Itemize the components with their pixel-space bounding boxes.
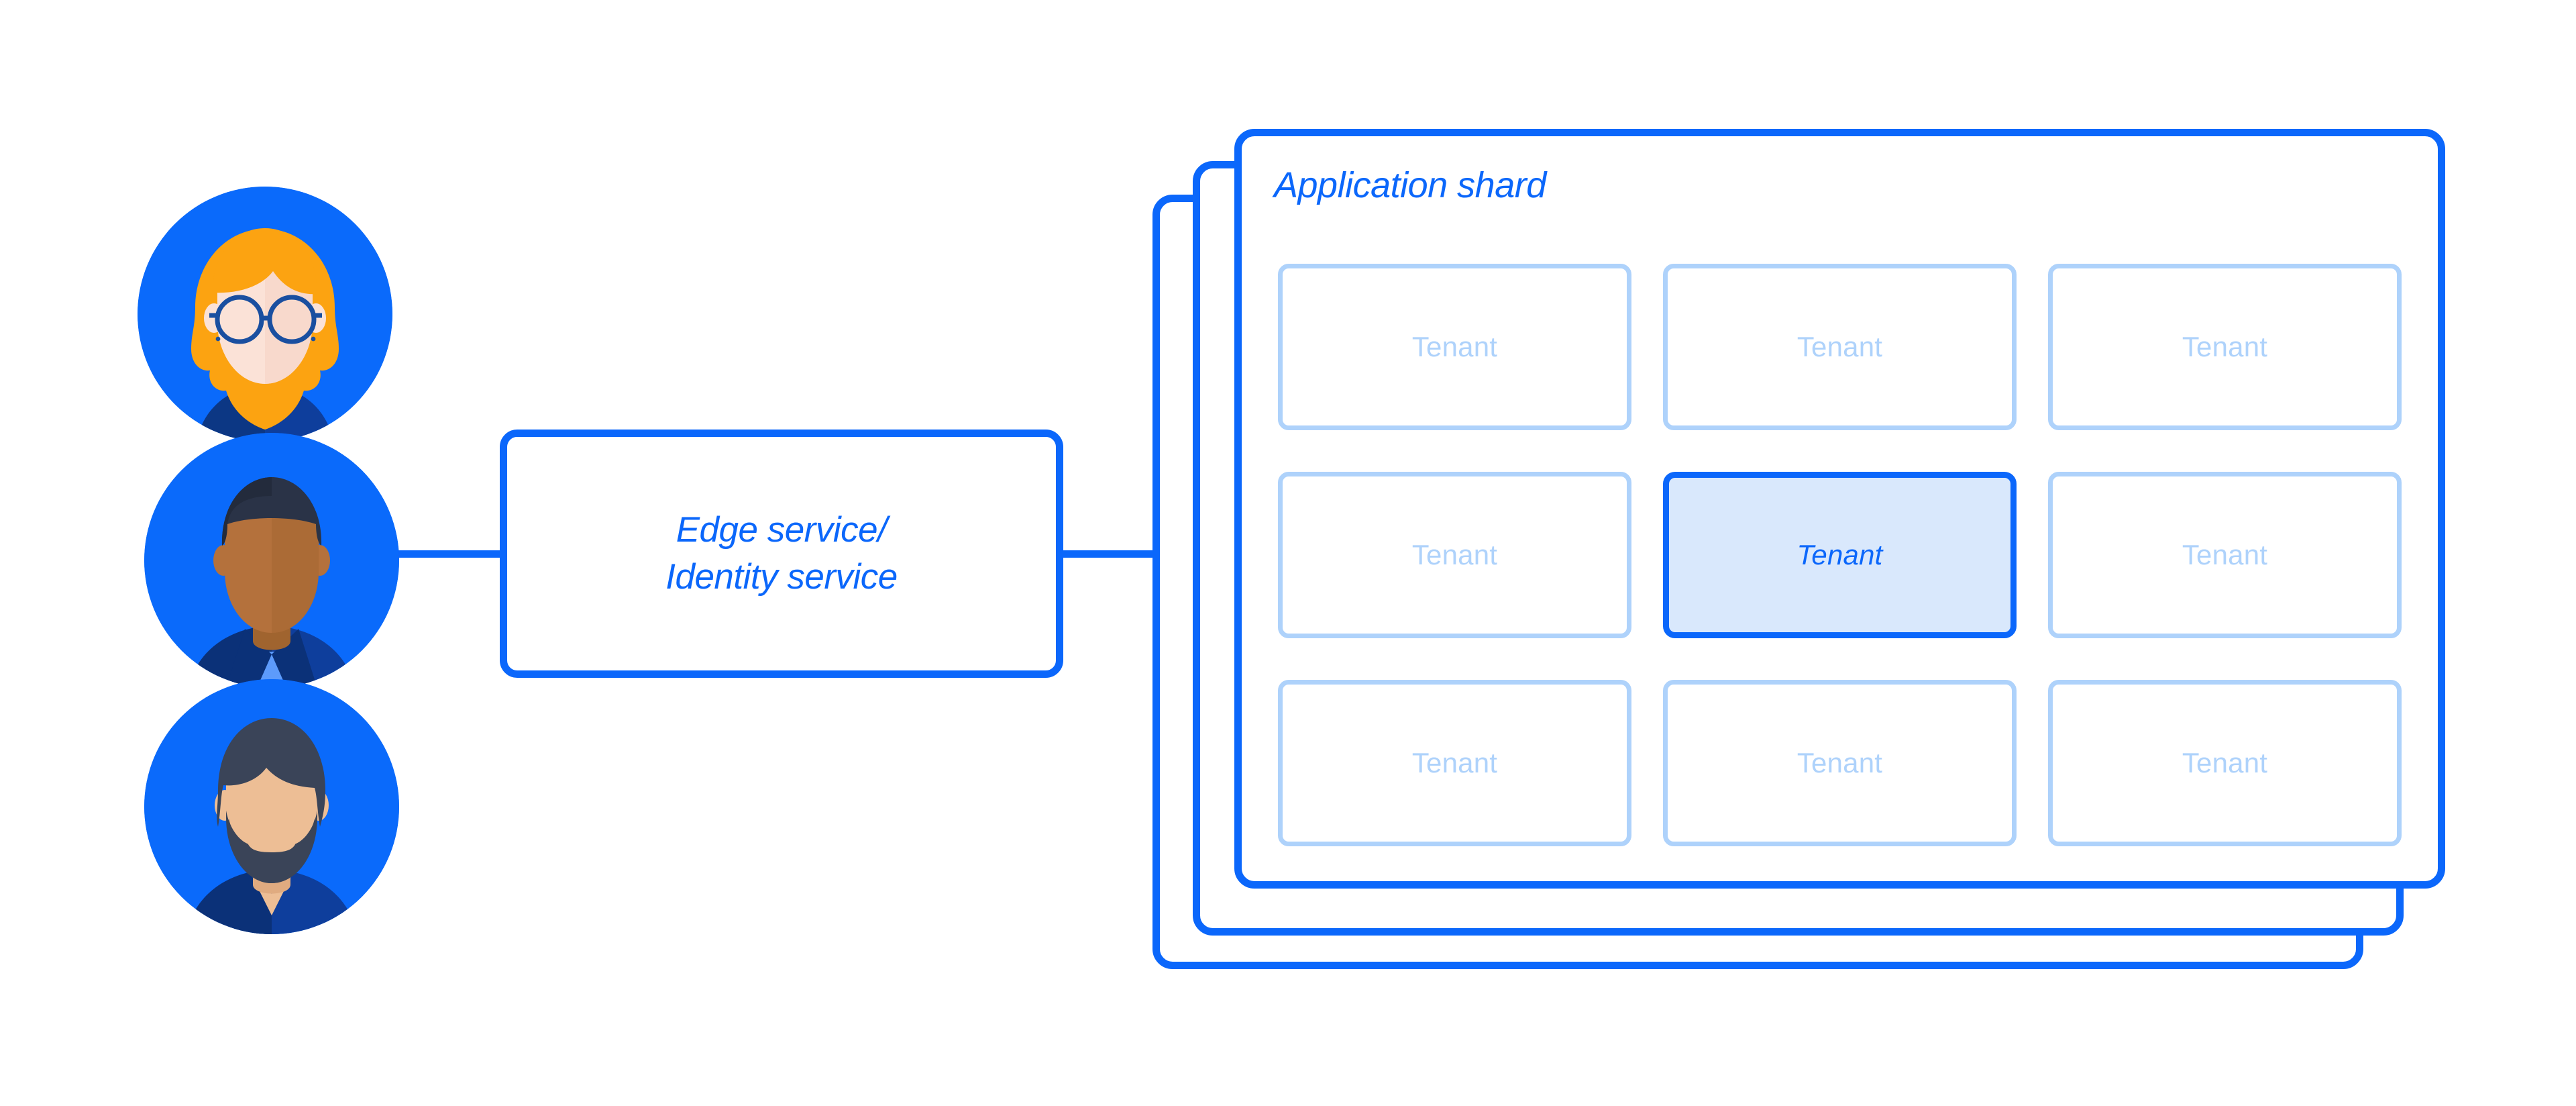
tenant-label: Tenant <box>1796 747 1883 778</box>
user-avatar-man-beard <box>144 679 399 934</box>
edge-service-label: Edge service/ Identity service <box>665 510 898 597</box>
tenant-cell[interactable]: Tenant <box>1663 680 2017 846</box>
connector-edge-service-to-shards <box>1061 550 1157 558</box>
tenant-label: Tenant <box>1411 747 1498 778</box>
avatar-man-beard-icon <box>144 679 399 934</box>
tenant-label: Tenant <box>1796 539 1883 570</box>
edge-service-box[interactable]: Edge service/ Identity service <box>500 430 1063 678</box>
connector-users-to-edge-service <box>398 550 502 558</box>
tenant-label: Tenant <box>2182 331 2268 362</box>
application-shard-title: Application shard <box>1274 165 1546 205</box>
tenant-cell-active[interactable]: Tenant <box>1663 472 2017 638</box>
tenant-label: Tenant <box>1411 539 1498 570</box>
tenant-label: Tenant <box>1796 331 1883 362</box>
tenant-cell[interactable]: Tenant <box>1663 264 2017 430</box>
tenant-label: Tenant <box>2182 539 2268 570</box>
tenant-label: Tenant <box>1411 331 1498 362</box>
avatar-man-short-hair-icon <box>144 433 399 688</box>
user-avatar-woman-glasses <box>138 187 392 442</box>
tenant-cell[interactable]: Tenant <box>1278 680 1631 846</box>
tenant-cell[interactable]: Tenant <box>1278 264 1631 430</box>
tenant-grid: Tenant Tenant Tenant Tenant Tenant Tenan… <box>1278 264 2402 846</box>
tenant-cell[interactable]: Tenant <box>2048 264 2402 430</box>
avatar-woman-glasses-icon <box>138 187 392 442</box>
application-shard-card-front: Application shard Tenant Tenant Tenant T… <box>1234 129 2445 889</box>
tenant-cell[interactable]: Tenant <box>1278 472 1631 638</box>
tenant-label: Tenant <box>2182 747 2268 778</box>
tenant-cell[interactable]: Tenant <box>2048 472 2402 638</box>
user-avatar-man-short-hair <box>144 433 399 688</box>
tenant-cell[interactable]: Tenant <box>2048 680 2402 846</box>
